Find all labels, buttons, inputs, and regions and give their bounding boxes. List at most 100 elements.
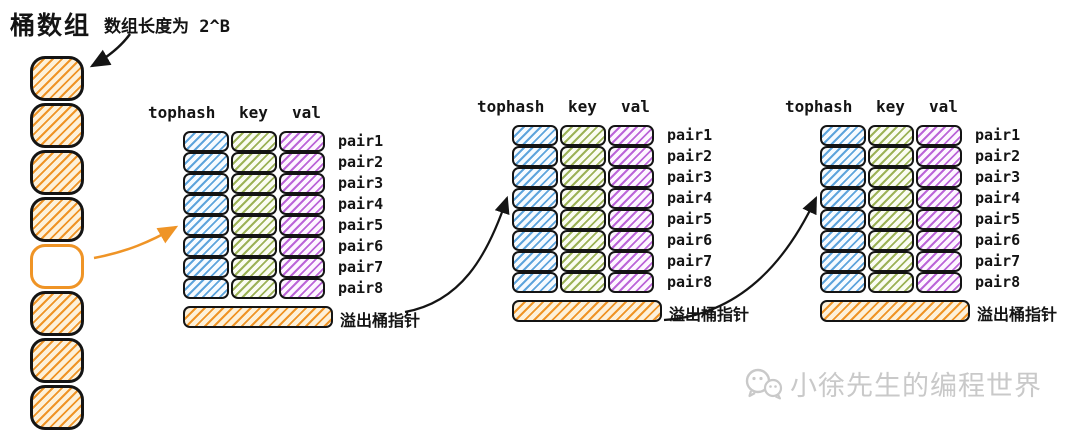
pair-label: pair5 (338, 216, 384, 234)
bucket-array-cell (30, 385, 84, 430)
cell-tophash (820, 209, 866, 230)
cell-val (916, 251, 962, 272)
cell-key (560, 188, 606, 209)
bucket-array-cell (30, 150, 84, 195)
cell-val (279, 173, 325, 194)
cell-val (608, 209, 654, 230)
pair-label: pair3 (667, 168, 713, 186)
bucket-array-cell (30, 103, 84, 148)
cell-key (868, 146, 914, 167)
pair-label: pair6 (667, 231, 713, 249)
cell-key (560, 209, 606, 230)
pair-label: pair6 (975, 231, 1021, 249)
cell-tophash (183, 152, 229, 173)
cell-val (279, 152, 325, 173)
overflow-pointer-label: 溢出桶指针 (669, 305, 750, 324)
pair-label: pair2 (667, 147, 713, 165)
pair-label: pair1 (667, 126, 713, 144)
overflow-bucket-bar (512, 300, 662, 322)
cell-tophash (183, 278, 229, 299)
pair-label: pair6 (338, 237, 384, 255)
cell-key (231, 236, 277, 257)
pair-label: pair1 (975, 126, 1021, 144)
cell-key (868, 251, 914, 272)
cell-tophash (512, 251, 558, 272)
cell-tophash (183, 257, 229, 278)
cell-val (608, 167, 654, 188)
pair-label: pair5 (975, 210, 1021, 228)
cell-val (608, 272, 654, 293)
cell-tophash (820, 188, 866, 209)
cell-key (231, 257, 277, 278)
pair-label: pair7 (667, 252, 713, 270)
cell-tophash (512, 188, 558, 209)
cell-tophash (183, 194, 229, 215)
cell-val (916, 230, 962, 251)
cell-tophash (183, 215, 229, 236)
pair-label: pair4 (975, 189, 1021, 207)
cell-key (231, 194, 277, 215)
cell-key (231, 131, 277, 152)
cell-key (560, 272, 606, 293)
pair-label: pair4 (338, 195, 384, 213)
cell-val (916, 146, 962, 167)
bucket-array-cell (30, 338, 84, 383)
cell-tophash (820, 167, 866, 188)
pair-label: pair8 (338, 279, 384, 297)
column-header-key: key (239, 103, 268, 122)
cell-val (279, 278, 325, 299)
bucket-grid (512, 125, 654, 293)
cell-key (560, 251, 606, 272)
bucket-grid (820, 125, 962, 293)
cell-key (868, 125, 914, 146)
bucket-array-cell-empty (30, 244, 84, 289)
cell-tophash (512, 230, 558, 251)
cell-val (279, 131, 325, 152)
cell-val (279, 215, 325, 236)
cell-tophash (512, 125, 558, 146)
cell-val (279, 194, 325, 215)
cell-tophash (512, 146, 558, 167)
cell-val (608, 125, 654, 146)
column-header-val: val (929, 97, 958, 116)
watermark-text: 小徐先生的编程世界 (790, 371, 1042, 402)
overflow-bucket-bar (183, 306, 333, 328)
cell-key (868, 167, 914, 188)
pair-label: pair4 (667, 189, 713, 207)
column-header-key: key (876, 97, 905, 116)
diagram-title: 桶数组 (10, 11, 92, 40)
cell-tophash (820, 146, 866, 167)
overflow-bucket-bar (820, 300, 970, 322)
cell-val (608, 251, 654, 272)
cell-val (916, 167, 962, 188)
pair-label: pair2 (975, 147, 1021, 165)
cell-val (608, 146, 654, 167)
bucket-array-cell (30, 56, 84, 101)
cell-key (560, 230, 606, 251)
pair-label: pair7 (975, 252, 1021, 270)
bucket-array-cell (30, 197, 84, 242)
pair-label: pair2 (338, 153, 384, 171)
cell-tophash (820, 272, 866, 293)
watermark: 小徐先生的编程世界 (742, 364, 1042, 403)
cell-val (916, 188, 962, 209)
cell-key (231, 215, 277, 236)
cell-key (231, 173, 277, 194)
wechat-icon (745, 368, 783, 399)
pair-label: pair8 (975, 273, 1021, 291)
column-header-val: val (292, 103, 321, 122)
pair-label: pair8 (667, 273, 713, 291)
overflow-pointer-label: 溢出桶指针 (977, 305, 1058, 324)
cell-tophash (512, 167, 558, 188)
cell-tophash (820, 125, 866, 146)
cell-val (608, 230, 654, 251)
cell-tophash (820, 251, 866, 272)
cell-key (560, 167, 606, 188)
pair-label: pair3 (975, 168, 1021, 186)
bucket-array (30, 56, 86, 435)
